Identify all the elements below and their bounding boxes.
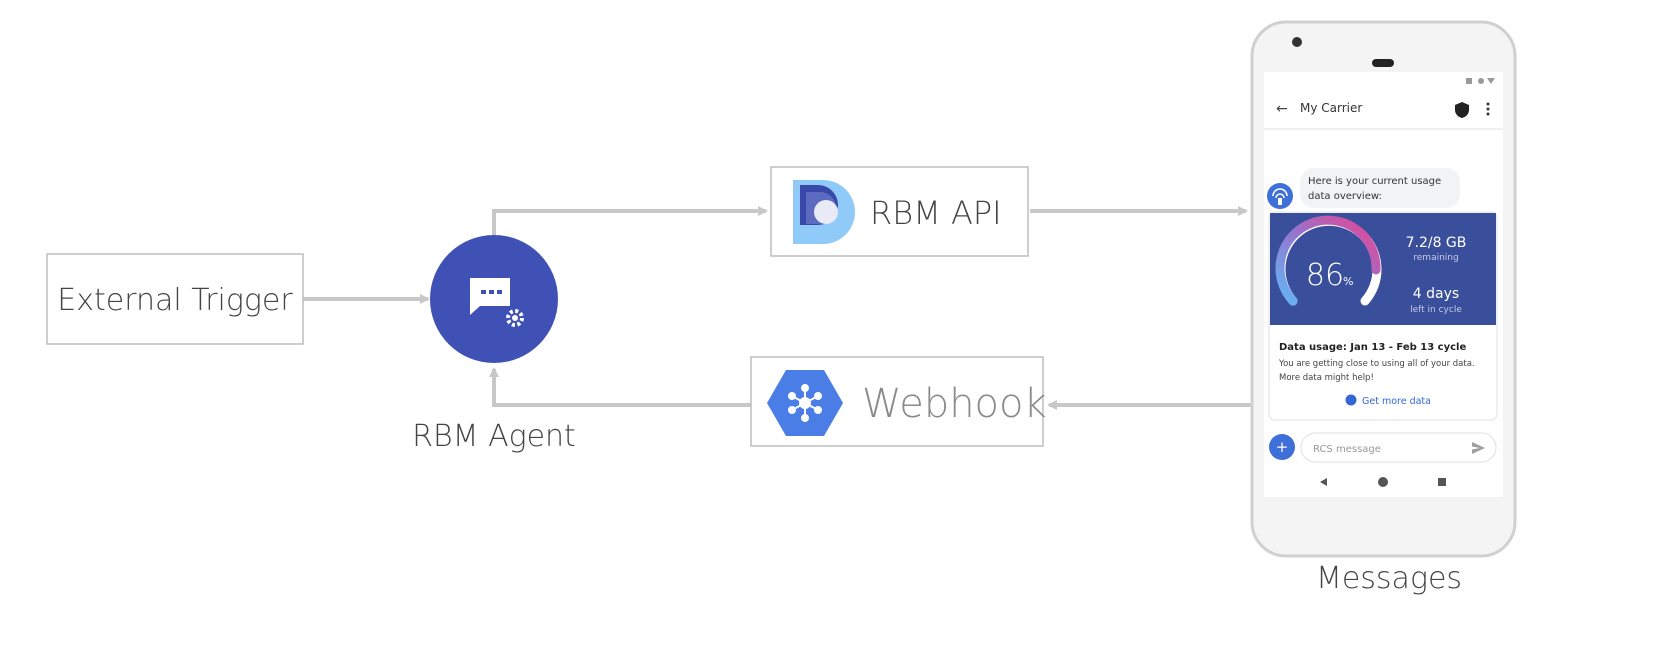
rbm-agent-node: RBM Agent: [412, 235, 576, 454]
usage-percent: 86: [1306, 258, 1344, 293]
nav-recents-icon[interactable]: [1438, 478, 1446, 486]
message-placeholder: RCS message: [1313, 444, 1381, 455]
message-input[interactable]: [1300, 432, 1497, 463]
nav-home-icon[interactable]: [1378, 477, 1388, 487]
send-icon[interactable]: [1472, 442, 1485, 454]
add-attachment-button[interactable]: [1269, 434, 1295, 460]
rbm-api-logo-icon: [793, 180, 855, 244]
webhook-node: Webhook: [750, 356, 1047, 447]
bubble-text-1: Here is your current usage: [1308, 176, 1441, 187]
remaining-label: remaining: [1413, 253, 1458, 263]
plus-icon: +: [1276, 438, 1289, 456]
verified-shield-icon: [1455, 102, 1469, 118]
webhook-label: Webhook: [862, 381, 1047, 427]
days-label: left in cycle: [1410, 305, 1462, 315]
chat-settings-icon: [470, 278, 525, 328]
arrow-agent-to-api: [492, 206, 768, 235]
globe-icon: [1345, 394, 1357, 406]
connectors: [303, 206, 1252, 410]
get-more-data-button[interactable]: Get more data: [1345, 394, 1431, 408]
card-line-1: You are getting close to using all of yo…: [1278, 359, 1475, 369]
days-left: 4 days: [1413, 286, 1459, 302]
card-line-2: More data might help!: [1279, 373, 1374, 383]
card-title: Data usage: Jan 13 - Feb 13 cycle: [1279, 342, 1466, 353]
carrier-avatar: [1267, 183, 1293, 209]
rbm-api-label: RBM API: [870, 194, 1002, 232]
messages-label: Messages: [1316, 561, 1462, 596]
usage-gauge-fill: [1275, 215, 1381, 306]
message-bubble: [1300, 168, 1460, 208]
rbm-agent-label: RBM Agent: [412, 419, 576, 454]
arrow-webhook-to-agent: [489, 367, 751, 407]
usage-card-header: [1270, 213, 1496, 325]
nav-back-icon[interactable]: [1320, 478, 1327, 486]
external-trigger-label: External Trigger: [57, 283, 293, 318]
back-arrow-icon[interactable]: ←: [1276, 101, 1288, 117]
bubble-text-2: data overview:: [1308, 191, 1382, 202]
percent-sign: %: [1343, 275, 1353, 288]
rbm-api-node: RBM API: [770, 166, 1029, 257]
get-more-data-label: Get more data: [1362, 396, 1431, 407]
phone-mockup: ← My Carrier Here is your current usage …: [1250, 20, 1517, 596]
data-remaining: 7.2/8 GB: [1406, 235, 1467, 251]
external-trigger-node: External Trigger: [46, 253, 304, 345]
header-title: My Carrier: [1300, 101, 1362, 115]
more-menu-icon[interactable]: [1486, 102, 1490, 116]
webhook-hexagon-icon: [767, 370, 843, 436]
